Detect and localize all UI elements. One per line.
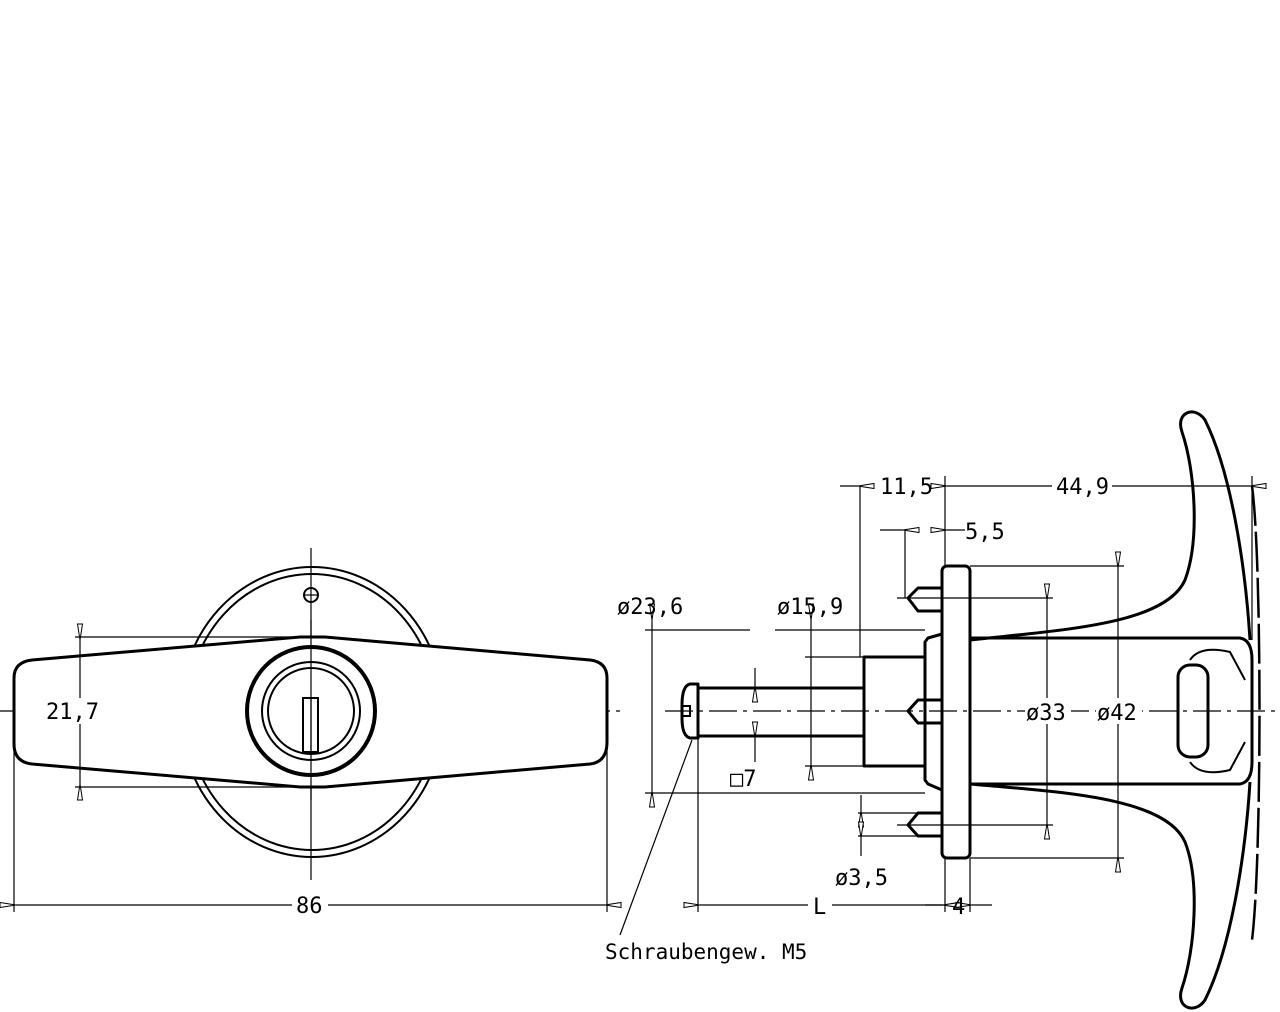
- thread-note: Schraubengew. M5: [605, 940, 807, 964]
- dim-flange-thickness-label: 4: [952, 895, 965, 920]
- dim-44-9-label: 44,9: [1056, 475, 1109, 500]
- hex-bush: [862, 655, 925, 768]
- handle-grip-recess: [1176, 663, 1210, 759]
- flange-plate: [940, 564, 972, 860]
- t-handle-bar: [969, 410, 1252, 642]
- screw-head: [680, 682, 700, 740]
- lock-cylinder-ring: [245, 645, 377, 777]
- dim-height-label: 21,7: [46, 700, 99, 725]
- dim-hex-dia-label: ø15,9: [777, 595, 843, 620]
- dim-5-5-label: 5,5: [965, 520, 1005, 545]
- thread-leader-line: [619, 739, 693, 936]
- dim-11-5-label: 11,5: [880, 475, 933, 500]
- dim-width-label: 86: [296, 894, 323, 919]
- dim-flange-dia-label: ø42: [1097, 701, 1137, 726]
- dim-bush-dia-label: ø23,6: [617, 595, 683, 620]
- dim-pin-dia-label: ø3,5: [835, 866, 888, 891]
- side-view: 11,5 44,9 5,5 ø23,6 ø15,9 □7 ø33 ø4: [605, 410, 1280, 1010]
- pin-top: [906, 586, 942, 613]
- pin-middle: [906, 698, 942, 725]
- dim-length-label: L: [813, 895, 826, 920]
- front-view: 21,7 86: [0, 548, 620, 919]
- square-shaft: [696, 686, 864, 738]
- dim-pin-circle-label: ø33: [1026, 701, 1066, 726]
- lock-cylinder-inner: [261, 661, 361, 761]
- dim-square-label: □7: [730, 767, 757, 792]
